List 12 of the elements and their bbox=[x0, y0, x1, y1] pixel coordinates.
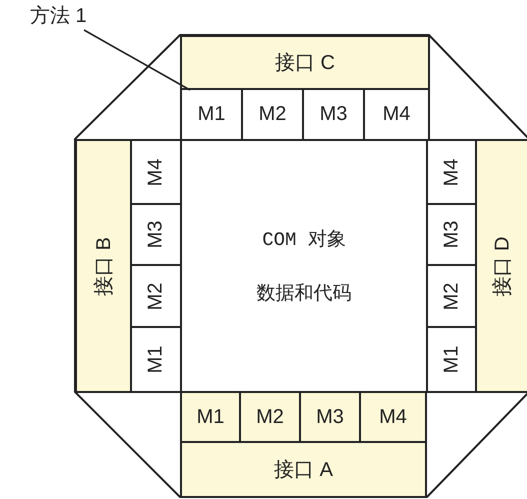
method-cell: M4 bbox=[359, 391, 427, 443]
interface-box: 接口 C bbox=[180, 35, 430, 90]
leader-line bbox=[84, 29, 190, 91]
interface-box: 接口 A bbox=[180, 441, 427, 498]
callout-label: 方法 1 bbox=[30, 2, 87, 29]
object-text: 数据和代码 bbox=[256, 282, 352, 306]
method-cell: M3 bbox=[299, 391, 361, 443]
method-cell: M1 bbox=[180, 391, 241, 443]
method-cell: M2 bbox=[239, 391, 301, 443]
interface-box: 接口 D bbox=[475, 139, 527, 393]
object-text: COM 对象 bbox=[262, 228, 346, 252]
interface-box: 接口 B bbox=[75, 139, 132, 393]
